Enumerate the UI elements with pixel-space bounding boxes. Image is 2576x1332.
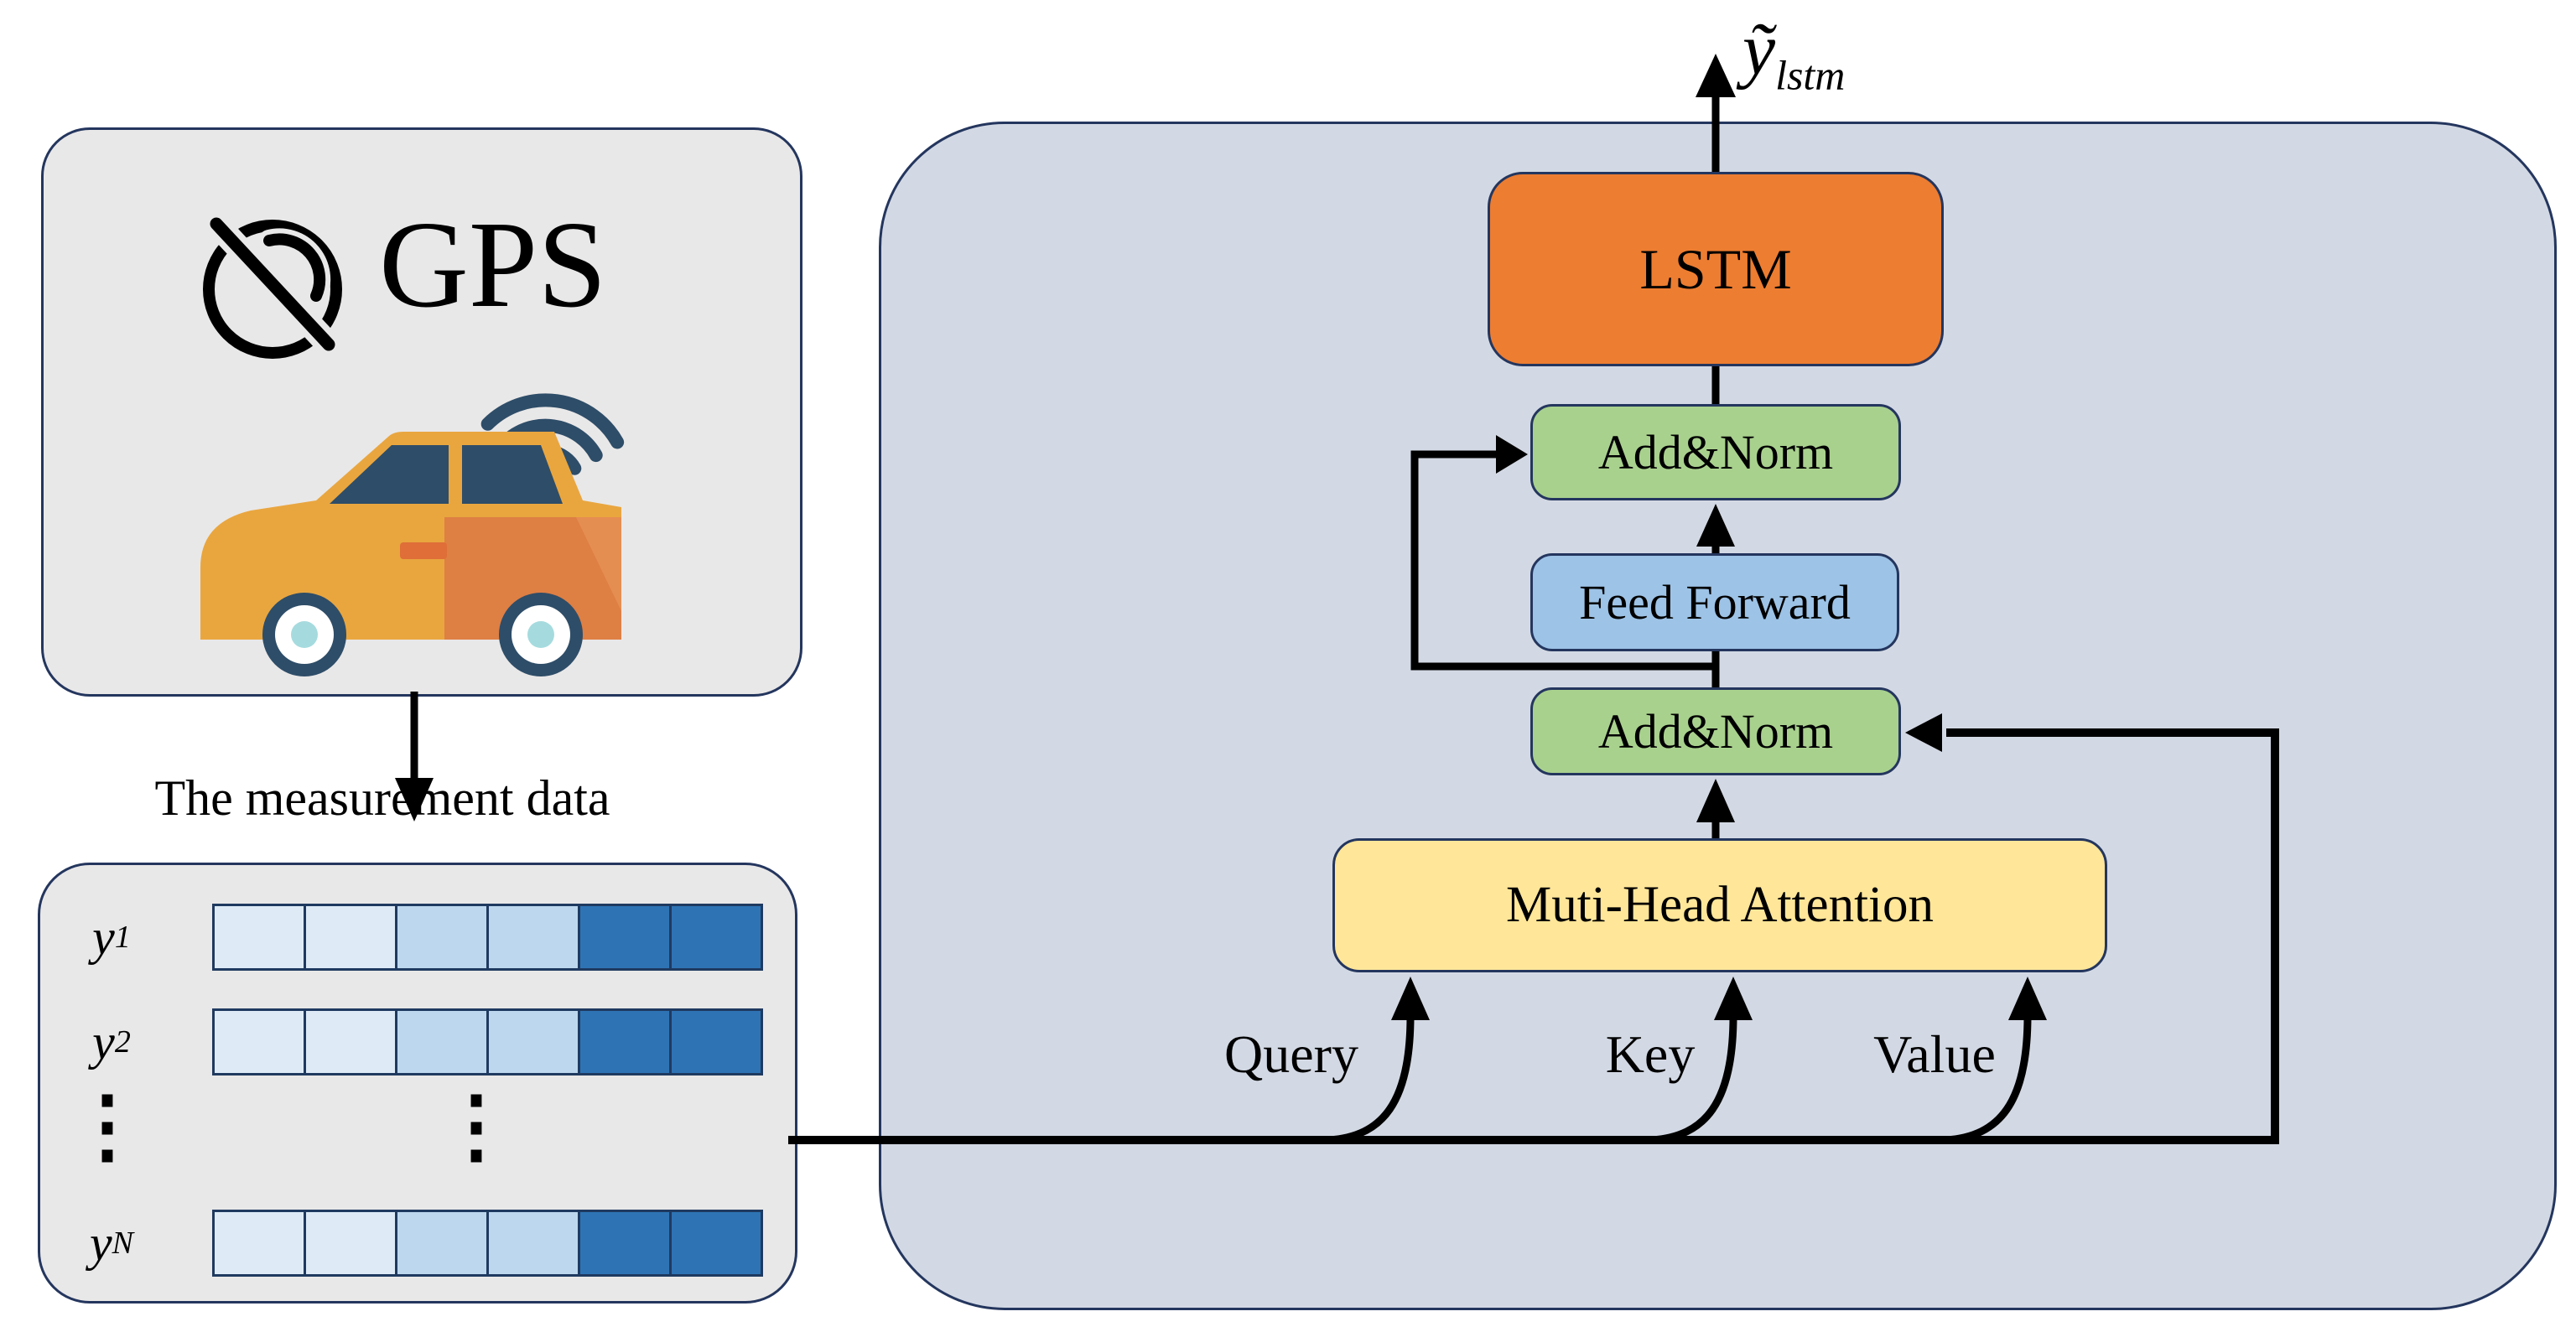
output-variable-label: ỹlstm [1742, 9, 1846, 99]
heat-cell [304, 904, 397, 971]
query-label: Query [1224, 1024, 1358, 1084]
value-label: Value [1873, 1024, 1996, 1084]
heat-cell [578, 1210, 672, 1277]
skip-arrowhead [1496, 435, 1528, 474]
heat-cell [395, 904, 489, 971]
heat-row [212, 1210, 763, 1277]
residual-rail-line [788, 728, 2279, 1144]
value-arrow-curve [1945, 1015, 2032, 1144]
key-arrow-curve [1651, 1015, 1737, 1144]
vertical-ellipsis-middle: ⋮ [436, 1081, 517, 1171]
heat-cell [304, 1210, 397, 1277]
query-arrow-curve [1328, 1015, 1415, 1144]
key-arrowhead [1714, 977, 1753, 1020]
gps-data-arrowhead [395, 778, 434, 821]
output-arrowhead [1696, 54, 1736, 97]
heat-row [212, 904, 763, 971]
feed-forward-block: Feed Forward [1530, 553, 1899, 651]
add-norm-bottom-block: Add&Norm [1530, 687, 1901, 775]
skip-connection-line [1410, 450, 1716, 671]
lstm-block: LSTM [1488, 172, 1944, 366]
heat-row [212, 1008, 763, 1075]
mha-addnorm-arrowhead [1696, 779, 1735, 822]
ff-addnorm-arrowhead [1696, 504, 1735, 547]
vertical-ellipsis-left: ⋮ [67, 1081, 148, 1171]
heat-cell [669, 1210, 763, 1277]
heat-cell [486, 904, 580, 971]
residual-arrowhead [1905, 713, 1942, 752]
gps-disabled-icon [203, 211, 342, 359]
heat-cell [669, 904, 763, 971]
add-norm-top-block: Add&Norm [1530, 404, 1901, 500]
value-arrowhead [2008, 977, 2047, 1020]
key-label: Key [1605, 1024, 1696, 1084]
car-icon [200, 432, 621, 676]
heat-cell [212, 1008, 306, 1075]
heat-cell [212, 904, 306, 971]
heat-cell [395, 1210, 489, 1277]
query-arrowhead [1391, 977, 1430, 1020]
multi-head-attention-block: Muti-Head Attention [1332, 838, 2107, 972]
measurement-data-title: The measurement data [154, 770, 610, 826]
heat-cell [669, 1008, 763, 1075]
heat-cell [578, 1008, 672, 1075]
heat-cell [578, 904, 672, 971]
gps-label: GPS [379, 196, 607, 334]
